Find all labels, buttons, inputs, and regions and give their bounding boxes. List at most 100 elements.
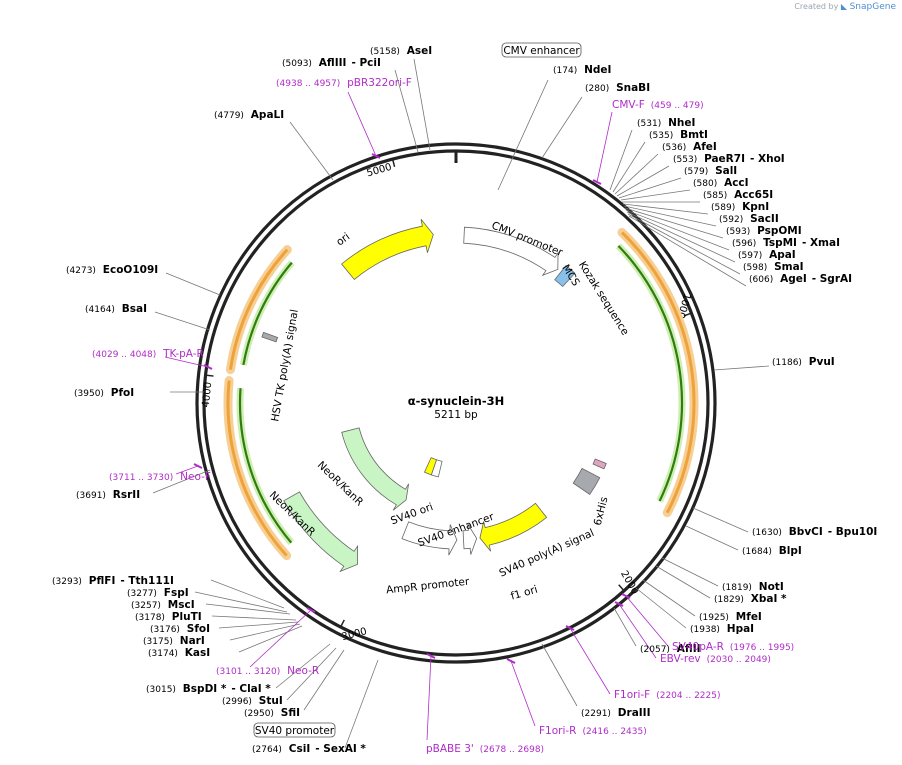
feature-label: HSV TK poly(A) signal [269, 308, 301, 422]
enzyme-name: FspI [164, 587, 189, 599]
enzyme-leader [613, 607, 637, 647]
primer-leader [347, 91, 377, 157]
enzyme-label: (5158) AseI [370, 45, 432, 57]
primer-range: (2204 .. 2225) [656, 691, 720, 701]
primer-mark [565, 625, 575, 631]
enzyme-label: (1186) PvuI [772, 356, 835, 368]
enzyme-name: SalI [715, 165, 737, 177]
tick-label: 5000 [366, 162, 393, 180]
site-position: (174) [553, 66, 580, 76]
site-position: (606) [749, 275, 776, 285]
f1-ori-arc [479, 502, 548, 552]
synuclein-orf [620, 231, 696, 514]
enzyme-name: AccI [724, 177, 748, 189]
enzyme-label: (3176) SfoI [150, 623, 210, 635]
site-position: (5158) [370, 47, 403, 57]
enzyme-name: PfoI [111, 387, 134, 399]
site-position: (3176) [150, 625, 183, 635]
site-position: (593) [726, 227, 753, 237]
site-position: (1684) [742, 547, 775, 557]
primer-name: TK-pA-R [162, 348, 204, 360]
enzyme-label: (1938) HpaI [690, 623, 754, 635]
enzyme-label: (531) NheI [637, 117, 695, 129]
tk-orf [228, 248, 289, 370]
primer-label: (3101 .. 3120) Neo-R [216, 665, 319, 677]
enzyme-label: (580) AccI [693, 177, 749, 189]
enzyme-label: (280) SnaBI [585, 82, 650, 94]
enzyme-name: PvuI [809, 356, 835, 368]
enzyme-label: (174) NdeI [553, 64, 611, 76]
enzyme-leader [286, 647, 337, 701]
enzyme-name: PflFI [89, 575, 116, 587]
enzyme-label: (579) SalI [684, 165, 737, 177]
primer-name: F1ori-R [539, 725, 576, 737]
site-position: (1829) [714, 595, 747, 605]
site-position: (3015) [146, 685, 179, 695]
backbone-outer-ring [195, 142, 717, 664]
primer-leader [164, 356, 209, 368]
plasmid-length: 5211 bp [434, 409, 478, 421]
enzyme-name-2: - SexAI * [315, 743, 366, 755]
primer-range: (1976 .. 1995) [730, 643, 794, 653]
site-position: (553) [673, 155, 700, 165]
enzyme-name: PspOMI [757, 225, 802, 237]
site-position: (585) [703, 191, 730, 201]
enzyme-name: SmaI [774, 261, 804, 273]
enzyme-leader [685, 525, 739, 551]
enzyme-label: (1819) NotI [722, 581, 784, 593]
enzyme-name: PluTI [172, 611, 202, 623]
enzyme-label: (2057) AflII [640, 643, 701, 655]
primer-mark [193, 463, 203, 469]
hsv-tk-polya-block [261, 331, 279, 343]
enzyme-leader [211, 615, 297, 621]
primer-name: Neo-F [180, 471, 211, 483]
enzyme-label: (3178) PluTI [135, 611, 202, 623]
primer-name: pBR322ori-F [347, 77, 412, 89]
primer-mark [426, 653, 436, 659]
primer-leader [618, 603, 657, 659]
ori-arc [341, 219, 434, 281]
enzyme-label: (598) SmaI [743, 261, 804, 273]
tick-mark [205, 374, 214, 377]
site-position: (280) [585, 84, 612, 94]
enzyme-label: (3175) NarI [143, 635, 205, 647]
enzyme-leader [713, 365, 770, 371]
site-position: (3257) [131, 601, 164, 611]
enzyme-label: (589) KpnI [711, 201, 769, 213]
enzyme-leader [218, 621, 299, 629]
site-position: (3950) [74, 389, 107, 399]
neo-orf-inner [238, 388, 293, 544]
primer-label: pBABE 3'(2678 .. 2698) [426, 743, 544, 755]
enzyme-label: (3950) PfoI [74, 387, 134, 399]
enzyme-name: AseI [407, 45, 432, 57]
primer-label: (4029 .. 4048) TK-pA-R [92, 348, 204, 360]
enzyme-label: (585) Acc65I [703, 189, 773, 201]
enzyme-name: BspDI * [183, 683, 227, 695]
sv40-polya-block [572, 467, 601, 495]
site-position: (3175) [143, 637, 176, 647]
primer-range: (3711 .. 3730) [109, 473, 176, 483]
primer-range: (459 .. 479) [651, 101, 704, 111]
primer-mark [614, 601, 624, 607]
enzyme-name: CsiI [289, 743, 310, 755]
primer-name: CMV-F [612, 99, 645, 111]
feature-label: ori [334, 231, 352, 249]
enzyme-leader [229, 623, 301, 641]
primer-leader [175, 465, 199, 475]
primer-mark [371, 153, 381, 159]
ampr-promoter-arc [462, 523, 478, 555]
enzyme-label: (3174) KasI [148, 647, 210, 659]
cmv-enhancer-box [501, 42, 582, 58]
enzyme-name: AflII [677, 643, 701, 655]
enzyme-leader [627, 213, 741, 275]
site-position: (4273) [66, 266, 99, 276]
site-position: (3691) [76, 491, 109, 501]
primer-name: F1ori-F [614, 689, 650, 701]
enzyme-label: (536) AfeI [662, 141, 717, 153]
enzyme-leader [210, 579, 285, 609]
enzyme-leader [609, 129, 633, 191]
enzyme-name: NotI [759, 581, 784, 593]
credit-brand: SnapGene [849, 2, 896, 12]
enzyme-leader [628, 215, 747, 287]
enzyme-leader [275, 643, 331, 689]
